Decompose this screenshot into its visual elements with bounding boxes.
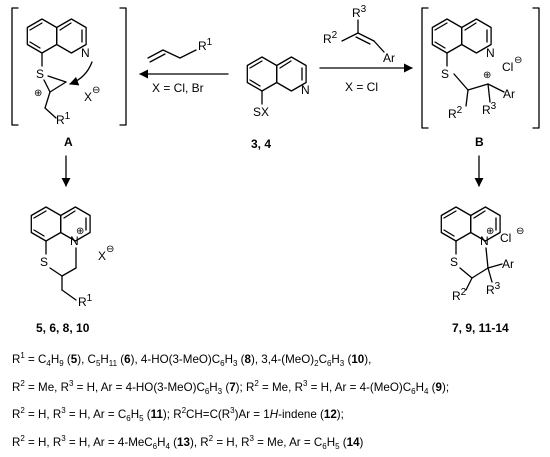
svg-text:S: S (36, 67, 44, 81)
legend-line-2: R2 = Me, R3 = H, Ar = 4-HO(3-MeO)C6H3 (7… (12, 378, 450, 396)
svg-text:R1: R1 (56, 111, 71, 127)
svg-text:R2: R2 (448, 105, 463, 121)
center-nitrogen: N (301, 83, 310, 97)
svg-text:X: X (98, 249, 106, 263)
intermediate-b-structure: N S ⊕ Ar R3 R2 Cl ⊖ (421, 7, 540, 129)
svg-text:S: S (40, 255, 48, 269)
svg-text:N: N (81, 46, 90, 60)
svg-text:S: S (450, 255, 458, 269)
substituent-legend: R1 = C4H9 (5), C5H11 (6), 4-HO(3-MeO)C6H… (12, 346, 542, 457)
label-intermediate-b: B (475, 135, 484, 149)
legend-line-3: R2 = H, R3 = H, Ar = C6H5 (11); R2CH=C(R… (12, 406, 344, 424)
svg-text:R3: R3 (486, 281, 501, 297)
svg-text:R3: R3 (352, 4, 367, 20)
svg-text:X: X (84, 90, 92, 104)
center-sx-label: SX (253, 105, 269, 119)
svg-text:N: N (486, 46, 495, 60)
svg-text:⊖: ⊖ (516, 226, 524, 237)
label-product-right: 7, 9, 11-14 (452, 321, 509, 335)
svg-text:R1: R1 (78, 293, 93, 309)
svg-text:⊖: ⊖ (92, 85, 100, 96)
left-alkene-reagent: R1 (147, 37, 213, 63)
svg-text:R3: R3 (482, 101, 497, 117)
svg-text:Ar: Ar (383, 51, 395, 65)
reaction-scheme: N SX 3, 4 R1 X = Cl, Br R2 R3 Ar X = Cl … (11, 4, 540, 335)
compound-3-4-structure: N SX (246, 56, 310, 119)
right-arrow-condition: X = Cl (345, 80, 378, 94)
svg-text:⊕: ⊕ (76, 226, 84, 237)
svg-text:N: N (70, 234, 79, 248)
svg-text:Ar: Ar (502, 257, 514, 271)
label-intermediate-a: A (64, 135, 73, 149)
label-product-left: 5, 6, 8, 10 (36, 321, 90, 335)
svg-text:S: S (441, 67, 449, 81)
svg-text:N: N (480, 234, 489, 248)
right-alkene-reagent: R2 R3 Ar (323, 4, 395, 65)
left-arrow-condition: X = Cl, Br (152, 81, 204, 95)
svg-text:⊕: ⊕ (34, 88, 42, 99)
svg-text:⊖: ⊖ (514, 55, 522, 66)
legend-line-1: R1 = C4H9 (5), C5H11 (6), 4-HO(3-MeO)C6H… (12, 351, 372, 369)
compound-label-3-4: 3, 4 (251, 137, 271, 151)
svg-text:Cl: Cl (500, 231, 511, 245)
svg-text:⊖: ⊖ (106, 244, 114, 255)
svg-text:R2: R2 (323, 30, 338, 46)
svg-text:⊕: ⊕ (486, 226, 494, 237)
left-reagent-r1: R1 (198, 37, 213, 53)
product-left-structure: N ⊕ S R1 X ⊖ (30, 206, 114, 309)
svg-text:⊕: ⊕ (483, 70, 491, 81)
svg-text:R2: R2 (452, 287, 467, 303)
product-right-structure: N ⊕ S Ar R3 R2 Cl ⊖ (440, 206, 524, 303)
legend-line-4: R2 = H, R3 = H, Ar = 4-MeC6H4 (13), R2 =… (12, 434, 364, 452)
svg-text:Cl: Cl (502, 60, 513, 74)
svg-text:Ar: Ar (503, 87, 515, 101)
intermediate-a-structure: N S ⊕ R1 X ⊖ (11, 7, 127, 127)
